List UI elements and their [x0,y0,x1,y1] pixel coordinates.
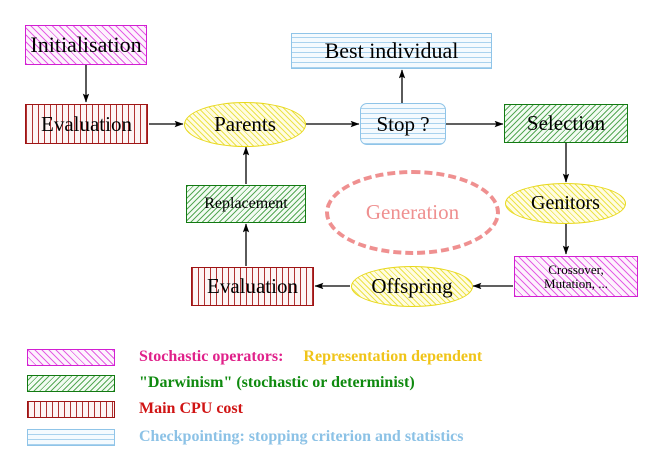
node-genitors[interactable]: Genitors [505,183,626,224]
legend-label-main-cpu-cost: Main CPU cost [139,400,243,417]
legend: Stochastic operators: Representation dep… [0,336,662,471]
node-genitors-label: Genitors [531,192,600,214]
node-evaluation-top[interactable]: Evaluation [25,104,148,144]
node-evaluation-bottom-label: Evaluation [207,274,298,299]
legend-swatch-blue-horizontal-icon [27,428,115,446]
node-replacement[interactable]: Replacement [186,185,306,223]
node-evaluation-top-label: Evaluation [41,111,132,136]
node-stop[interactable]: Stop ? [360,103,446,145]
node-crossover-label-line1: Crossover, [548,261,604,277]
legend-label-stochastic-operators: Stochastic operators: [139,348,284,365]
legend-label-representation-dependent: Representation dependent [303,348,483,365]
legend-row-cpu-cost: Main CPU cost [27,396,243,422]
legend-row-darwinism: "Darwinism" (stochastic or determinist) [27,370,415,396]
node-best-individual-label: Best individual [324,38,459,64]
legend-swatch-red-vertical-icon [27,400,115,418]
node-initialisation-label: Initialisation [30,32,142,58]
legend-swatch-magenta-hatch-icon [27,348,115,366]
node-crossover-mutation[interactable]: Crossover, Mutation, ... [514,256,638,297]
node-initialisation[interactable]: Initialisation [25,25,147,65]
node-evaluation-bottom[interactable]: Evaluation [191,267,314,306]
legend-label-darwinism: "Darwinism" (stochastic or determinist) [139,374,415,391]
node-generation: Generation [325,170,500,255]
node-parents[interactable]: Parents [184,102,306,147]
node-replacement-label: Replacement [204,194,288,212]
legend-row-checkpointing: Checkpointing: stopping criterion and st… [27,424,463,450]
node-offspring[interactable]: Offspring [351,266,473,307]
node-generation-label: Generation [365,200,460,224]
node-selection-label: Selection [526,111,606,136]
legend-label-checkpointing: Checkpointing: stopping criterion and st… [139,428,464,445]
legend-row-stochastic: Stochastic operators: Representation dep… [27,344,482,370]
node-stop-label: Stop ? [376,111,430,136]
node-best-individual[interactable]: Best individual [291,33,492,69]
node-crossover-label-line2: Mutation, ... [544,275,608,291]
node-selection[interactable]: Selection [504,104,628,143]
node-offspring-label: Offspring [371,274,453,299]
node-parents-label: Parents [214,112,276,137]
legend-swatch-green-hatch-icon [27,374,115,392]
